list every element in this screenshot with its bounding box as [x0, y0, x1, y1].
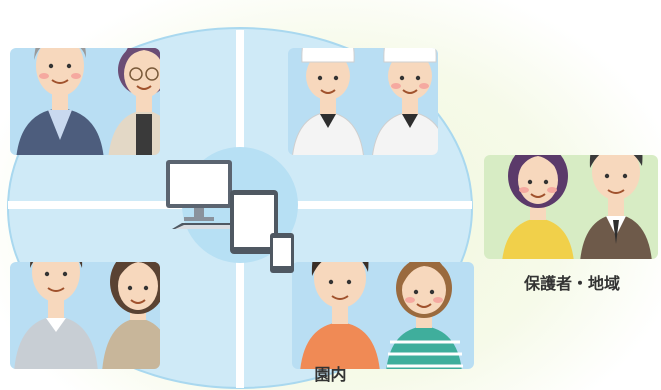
chef-face-icon	[306, 52, 350, 100]
group-kitchen-staff	[288, 48, 438, 155]
girl-striped-shirt-icon	[386, 326, 462, 369]
chef-cap-icon	[301, 48, 355, 63]
woman-sweater-icon	[102, 318, 160, 369]
man-sweater-icon	[14, 316, 98, 369]
boy-face-icon	[314, 262, 366, 308]
father-face-icon	[592, 155, 640, 200]
mother-shirt-icon	[502, 218, 574, 259]
center-devices	[166, 160, 294, 273]
elderly-man-face-icon	[36, 48, 84, 96]
group-guardians	[484, 155, 658, 259]
mother-face-icon	[518, 156, 558, 204]
guardians-community-label: 保護者・地域	[523, 274, 620, 293]
group-children	[292, 262, 474, 369]
group-middle-aged-couple	[10, 262, 160, 369]
chef-cap-icon	[383, 48, 437, 63]
elderly-woman-face-icon	[124, 50, 160, 98]
campus-label: 園内	[314, 365, 347, 384]
group-elderly-couple	[10, 48, 160, 155]
boy-shirt-icon	[300, 322, 380, 369]
man-face-icon	[32, 262, 80, 302]
woman-face-icon	[118, 262, 158, 310]
